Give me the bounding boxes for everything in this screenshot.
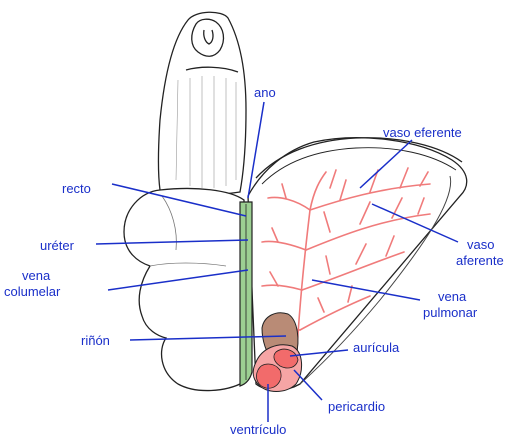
label-vaso-aferente-2: aferente [456,253,504,268]
label-vena-pulmonar-2: pulmonar [423,305,478,320]
rectum-ureter [240,202,252,386]
label-ureter: uréter [40,238,75,253]
label-recto: recto [62,181,91,196]
visceral-mass [124,188,244,390]
label-rinon: riñón [81,333,110,348]
label-vaso-aferente-1: vaso [467,237,494,252]
label-vena-pulmonar-1: vena [438,289,467,304]
label-ventriculo: ventrículo [230,422,286,437]
label-vena-columelar-2: columelar [4,284,61,299]
label-vena-columelar-1: vena [22,268,51,283]
label-vaso-eferente: vaso eferente [383,125,462,140]
siphon-foot [159,12,247,194]
label-ano: ano [254,85,276,100]
label-auricula: aurícula [353,340,400,355]
label-pericardio: pericardio [328,399,385,414]
